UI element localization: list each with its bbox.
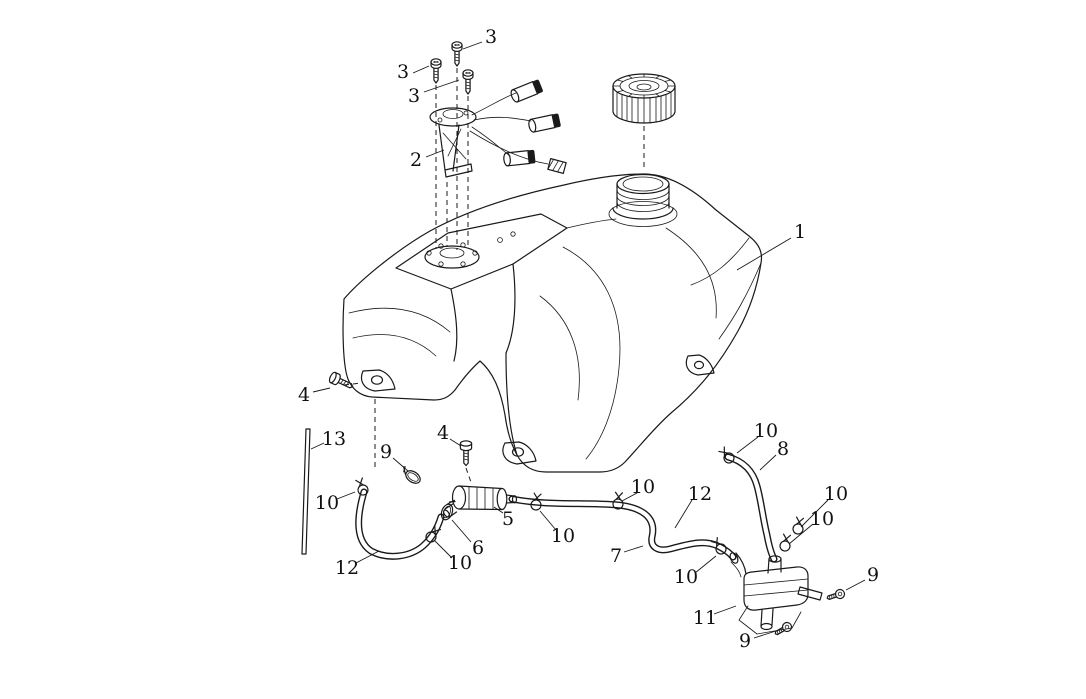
- leader-line: [674, 499, 693, 529]
- leader-line: [451, 519, 472, 543]
- screw-9: [772, 620, 794, 639]
- leader-line: [736, 237, 792, 271]
- callout-label-12: 12: [335, 557, 359, 579]
- band-clamp-9: [398, 464, 424, 487]
- leader-line: [623, 545, 644, 553]
- callout-label-10: 10: [754, 420, 778, 442]
- callout-label-9: 9: [739, 630, 751, 652]
- leader-line: [845, 579, 866, 591]
- hose-12-left: [355, 488, 445, 560]
- callout-label-4: 4: [437, 422, 449, 444]
- callout-label-10: 10: [448, 552, 472, 574]
- tube-13: [301, 428, 311, 555]
- callout-label-10: 10: [810, 508, 834, 530]
- fuel-tank: [342, 173, 763, 473]
- callout-label-7: 7: [610, 545, 622, 567]
- bolt-4: [327, 370, 356, 393]
- wire-connector: [547, 158, 567, 174]
- leader-line: [336, 491, 356, 500]
- fuel-sender: [429, 79, 567, 178]
- callout-label-3: 3: [485, 26, 497, 48]
- callout-label-9: 9: [380, 441, 392, 463]
- hose-8: [724, 453, 778, 563]
- bolt-4: [459, 440, 473, 467]
- callout-label-10: 10: [824, 483, 848, 505]
- leader-line: [759, 454, 777, 471]
- callout-label-2: 2: [410, 149, 422, 171]
- callout-label-10: 10: [551, 525, 575, 547]
- fuel-filter-5: [442, 485, 518, 518]
- leader-line: [694, 555, 717, 574]
- callout-label-4: 4: [298, 384, 310, 406]
- callout-label-9: 9: [867, 564, 879, 586]
- leader-line: [310, 442, 325, 450]
- filler-neck: [612, 173, 674, 220]
- callout-label-8: 8: [777, 438, 789, 460]
- leader-line: [736, 436, 759, 454]
- callout-label-10: 10: [674, 566, 698, 588]
- leader-line: [493, 506, 504, 514]
- callout-label-12: 12: [688, 483, 712, 505]
- leader-line: [800, 499, 829, 528]
- screw-9: [825, 587, 847, 604]
- leader-line: [423, 79, 460, 93]
- fuel-valve-11: [729, 552, 823, 635]
- leader-line: [449, 438, 462, 447]
- leader-line: [788, 523, 814, 545]
- leader-line: [539, 510, 557, 531]
- leader-line: [355, 550, 380, 564]
- callout-label-3: 3: [397, 61, 409, 83]
- assembly-guide-lines: [343, 68, 645, 486]
- leader-line: [425, 149, 445, 158]
- callout-label-5: 5: [502, 508, 514, 530]
- callout-label-11: 11: [693, 607, 717, 629]
- leader-line: [392, 457, 409, 472]
- sender-float: [510, 79, 543, 103]
- leader-line: [434, 540, 453, 559]
- sender-float: [503, 149, 536, 167]
- leader-line: [412, 65, 430, 74]
- leader-line: [312, 387, 331, 393]
- screw-3: [462, 69, 474, 95]
- sender-float: [528, 113, 561, 133]
- leader-line: [462, 41, 483, 50]
- callout-label-6: 6: [472, 537, 484, 559]
- callout-label-3: 3: [408, 85, 420, 107]
- screw-3: [430, 58, 442, 84]
- callout-label-10: 10: [315, 492, 339, 514]
- leader-line: [713, 605, 737, 615]
- leader-line: [753, 629, 780, 639]
- fuel-cap: [612, 73, 676, 124]
- callout-label-1: 1: [794, 221, 806, 243]
- callout-label-10: 10: [631, 476, 655, 498]
- hose-7: [508, 495, 737, 561]
- screw-3: [451, 41, 463, 67]
- callout-label-13: 13: [322, 428, 346, 450]
- leader-line: [621, 492, 638, 502]
